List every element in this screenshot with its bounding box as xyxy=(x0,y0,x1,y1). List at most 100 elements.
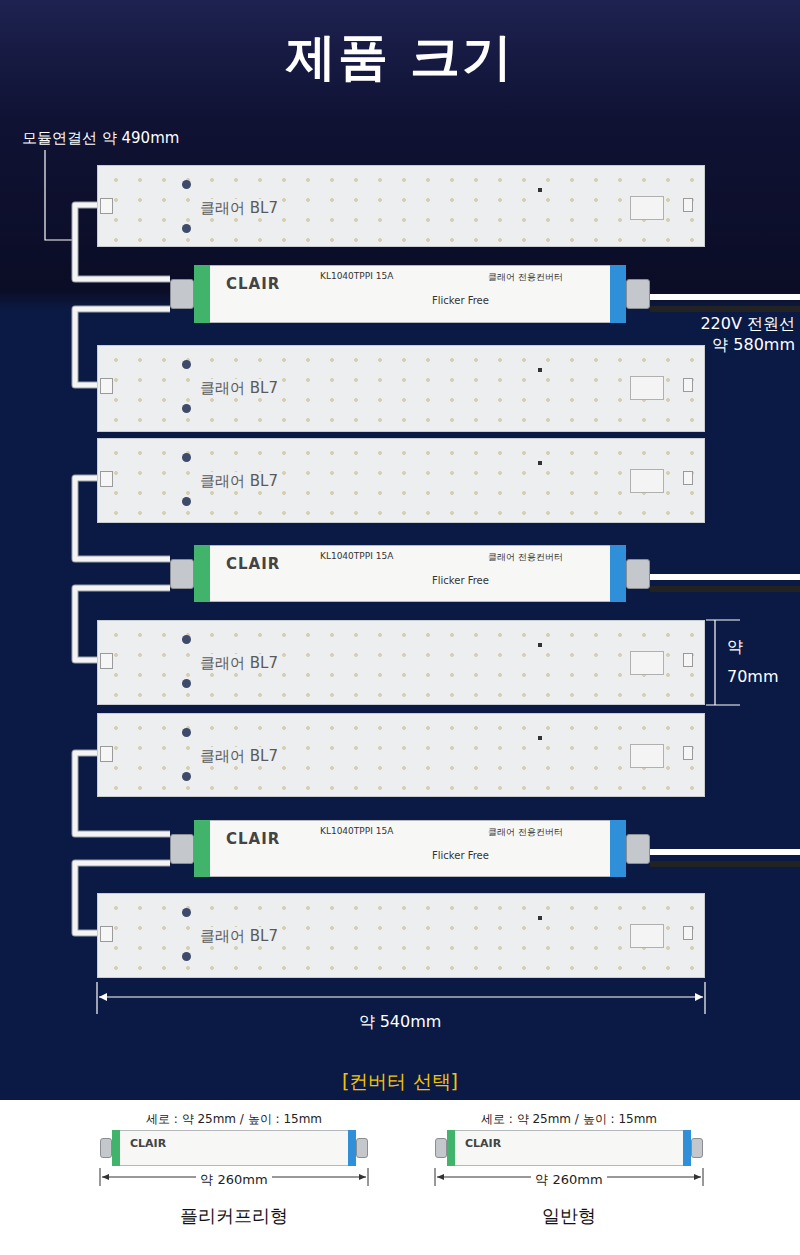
mount-hole xyxy=(538,461,542,465)
page-title: 제품 크기 xyxy=(0,24,800,91)
wire-connector xyxy=(683,378,693,392)
dimension-label: 약 70mm xyxy=(727,637,779,686)
converter-size-note: 세로 : 약 25mm / 높이 : 15mm xyxy=(481,1112,657,1126)
converter-thumbnail: CLAIR xyxy=(435,1130,703,1166)
dc-output-tag xyxy=(348,1130,356,1166)
converter-spec: KL1040TPPI 15A xyxy=(320,551,393,561)
mount-hole xyxy=(182,635,191,644)
led-module-board: 클래어 BL7 xyxy=(97,893,705,978)
converter-size-note-holder: 세로 : 약 25mm / 높이 : 15mm xyxy=(415,1108,723,1127)
wire-connector xyxy=(100,926,113,942)
led-module-board: 클래어 BL7 xyxy=(97,438,705,523)
wire-connector xyxy=(100,198,113,214)
wire-connector xyxy=(683,746,693,760)
mounting-tab xyxy=(626,279,650,309)
converter-spec: 클래어 전용컨버터 xyxy=(488,271,563,284)
label-sticker xyxy=(630,651,664,675)
converter-spec: KL1040TPPI 15A xyxy=(320,271,393,281)
dc-output-tag xyxy=(683,1130,691,1166)
dimension-label: 약 260mm xyxy=(196,1172,271,1187)
ac-input-tag xyxy=(112,1130,120,1166)
module-name: 클래어 BL7 xyxy=(198,472,280,491)
width-dimension xyxy=(97,982,705,1014)
dimension-label: 약 540mm xyxy=(359,1012,442,1031)
dc-output-tag xyxy=(610,820,626,877)
label-sticker xyxy=(630,924,664,948)
converter-type: 일반형 xyxy=(542,1205,596,1226)
label-sticker xyxy=(630,196,664,220)
mount-hole xyxy=(182,728,191,737)
module-name: 클래어 BL7 xyxy=(198,927,280,946)
mount-hole xyxy=(538,916,542,920)
leader-line xyxy=(45,150,72,240)
converter-thumbnail: CLAIR xyxy=(100,1130,368,1166)
converter-type-holder: 플리커프리형 xyxy=(134,1204,334,1227)
mounting-tab xyxy=(170,279,194,309)
mounting-tab xyxy=(435,1138,447,1158)
converter-type: 플리커프리형 xyxy=(180,1205,288,1226)
mount-hole xyxy=(182,952,191,961)
brand-logo: CLAIR xyxy=(465,1137,501,1150)
led-converter: CLAIRKL1040TPPI 15AFlicker Free클래어 전용컨버터 xyxy=(170,820,650,877)
section-heading: [컨버터 선택] xyxy=(342,1070,458,1092)
wire-connector xyxy=(683,653,693,667)
converter-size-note: 세로 : 약 25mm / 높이 : 15mm xyxy=(146,1112,322,1126)
brand-logo: CLAIR xyxy=(226,275,280,293)
brand-logo: CLAIR xyxy=(226,555,280,573)
converter-spec: 클래어 전용컨버터 xyxy=(488,826,563,839)
dc-output-tag xyxy=(610,265,626,323)
section-heading-holder: [컨버터 선택] xyxy=(250,1069,550,1094)
dimension-label-holder: 약 70mm xyxy=(727,632,785,692)
wire-length-label-holder: 모듈연결선 약 490mm xyxy=(22,128,179,148)
converter-size-note-holder: 세로 : 약 25mm / 높이 : 15mm xyxy=(80,1108,388,1127)
mounting-tab xyxy=(626,559,650,589)
mount-hole xyxy=(538,643,542,647)
mount-hole xyxy=(182,224,191,233)
mount-hole xyxy=(182,679,191,688)
module-name: 클래어 BL7 xyxy=(198,747,280,766)
dimension-label-holder: 약 260mm xyxy=(519,1169,619,1188)
wire-length-label: 모듈연결선 약 490mm xyxy=(22,129,179,147)
dimension-label-holder: 약 540mm xyxy=(300,1011,500,1032)
led-converter: CLAIR KL1040TPPI 15A Flicker Free 클래어 전용컨버터 xyxy=(170,545,650,602)
power-wire-label-holder: 220V 전원선 약 580mm xyxy=(688,313,795,355)
mounting-tab xyxy=(170,559,194,589)
wire-connector xyxy=(100,653,113,669)
mount-hole xyxy=(182,404,191,413)
dimension-label-holder: 약 260mm xyxy=(184,1169,284,1188)
mount-hole xyxy=(182,772,191,781)
brand-logo: CLAIR xyxy=(130,1137,166,1150)
mount-hole xyxy=(182,908,191,917)
ac-input-tag xyxy=(447,1130,455,1166)
converter-spec: 클래어 전용컨버터 xyxy=(488,551,563,564)
led-converter: CLAIR KL1040TPPI 15A Flicker Free 클래어 전용컨버터 xyxy=(170,265,650,323)
mount-hole xyxy=(538,736,542,740)
wire-connector xyxy=(683,926,693,940)
mount-hole xyxy=(182,180,191,189)
module-name: 클래어 BL7 xyxy=(198,654,280,673)
converter-spec: KL1040TPPI 15A xyxy=(320,826,393,836)
led-module-board: 클래어 BL7 xyxy=(97,345,705,432)
mount-hole xyxy=(538,368,542,372)
mount-hole xyxy=(182,497,191,506)
mounting-tab xyxy=(691,1138,703,1158)
mounting-tab xyxy=(356,1138,368,1158)
mounting-tab xyxy=(170,834,194,864)
converter-length-dimension xyxy=(100,1168,703,1186)
ac-input-tag xyxy=(194,265,210,323)
wire-connector xyxy=(100,471,113,487)
converter-spec: Flicker Free xyxy=(432,575,489,586)
power-wire-label: 220V 전원선 약 580mm xyxy=(700,314,795,354)
height-dimension xyxy=(706,620,740,705)
mounting-tab xyxy=(100,1138,112,1158)
mount-hole xyxy=(182,453,191,462)
ac-input-tag xyxy=(194,545,210,602)
wire-connector xyxy=(100,378,113,394)
converter-spec: Flicker Free xyxy=(432,850,489,861)
wire-connector xyxy=(683,471,693,485)
converter-spec: Flicker Free xyxy=(432,295,489,306)
dc-output-tag xyxy=(610,545,626,602)
label-sticker xyxy=(630,744,664,768)
mounting-tab xyxy=(626,834,650,864)
